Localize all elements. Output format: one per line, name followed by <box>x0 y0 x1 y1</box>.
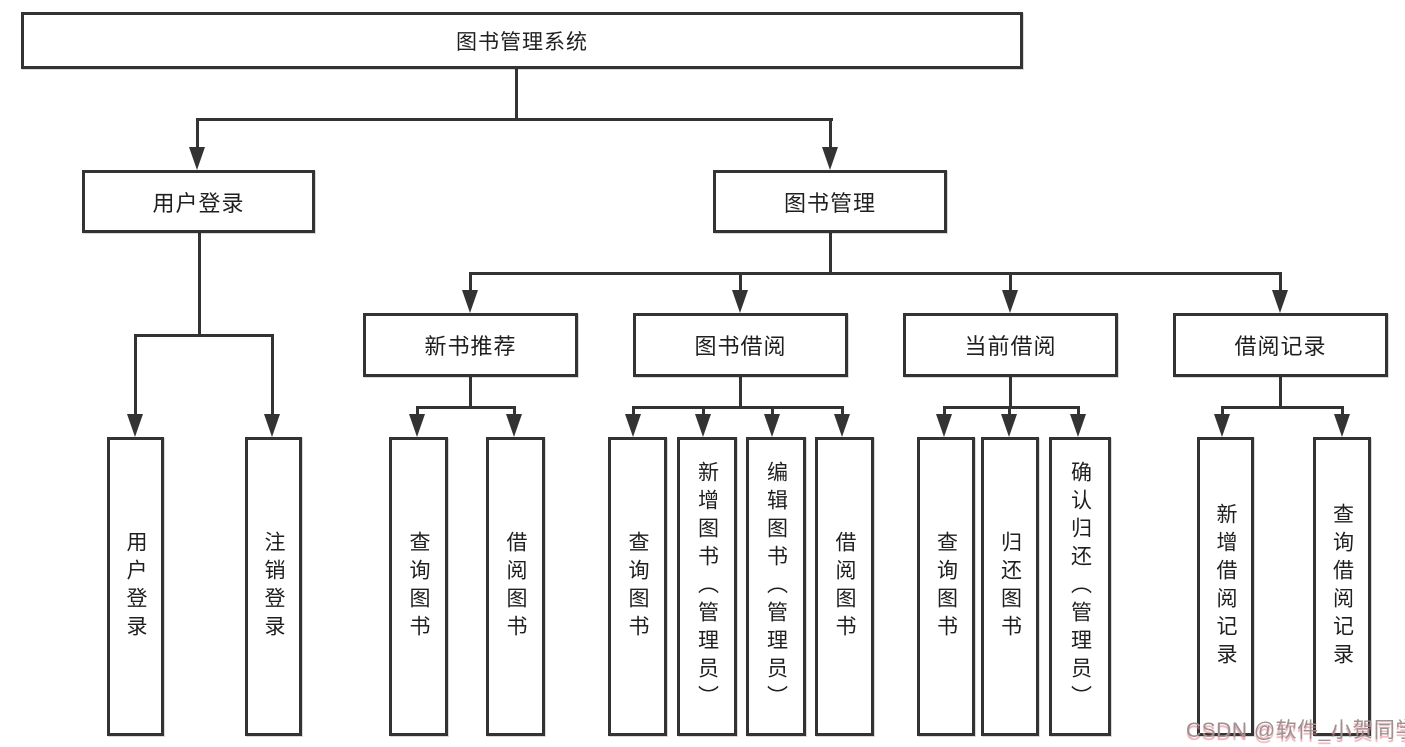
csdn-watermark: CSDN @软件_小贺同学 <box>1186 719 1405 742</box>
leaf-bb-add-books: 新增图书（管理员） <box>677 437 737 736</box>
connector-current-borrow-stem <box>1009 376 1012 409</box>
connector-book-borrow-rail <box>632 406 844 409</box>
node-new-books: 新书推荐 <box>363 313 578 377</box>
leaf-cb-query-books-label: 查询图书 <box>934 530 958 643</box>
leaf-bb-add-books-label: 新增图书（管理员） <box>695 460 719 713</box>
node-book-mgmt: 图书管理 <box>713 170 947 233</box>
leaf-bb-borrow-books-label: 借阅图书 <box>833 530 856 643</box>
node-book-borrow-label: 图书借阅 <box>694 334 787 359</box>
node-current-borrow-label: 当前借阅 <box>964 334 1057 359</box>
connector-borrow-records-rail <box>1221 406 1344 409</box>
node-borrow-records: 借阅记录 <box>1173 313 1388 377</box>
connector-book-mgmt-stem <box>829 232 832 275</box>
connector-drop <box>1008 406 1011 418</box>
arrow-to-user-login <box>189 147 205 170</box>
arrow-to-bb-borrow <box>834 414 850 437</box>
connector-drop <box>771 406 774 418</box>
node-new-books-label: 新书推荐 <box>424 334 517 359</box>
leaf-br-query-record-label: 查询借阅记录 <box>1330 502 1354 671</box>
connector-book-borrow-stem <box>739 376 742 409</box>
connector-root-rail <box>196 118 833 121</box>
arrow-to-borrow-records <box>1272 290 1288 313</box>
connector-root-stem <box>515 68 518 121</box>
connector-book-mgmt-rail <box>469 272 1282 275</box>
leaf-bb-query-books-label: 查询图书 <box>626 530 649 643</box>
arrow-to-current-borrow <box>1002 290 1018 313</box>
leaf-cb-confirm-return: 确认归还（管理员） <box>1049 437 1111 736</box>
connector-drop <box>1077 406 1080 418</box>
connector-drop <box>739 272 742 292</box>
connector-drop <box>1221 406 1224 418</box>
arrow-to-bb-edit <box>764 414 780 437</box>
leaf-bb-query-books: 查询图书 <box>608 437 667 736</box>
leaf-cb-confirm-return-label: 确认归还（管理员） <box>1068 460 1092 713</box>
leaf-nb-borrow-books: 借阅图书 <box>486 437 545 736</box>
connector-drop <box>134 334 137 416</box>
arrow-to-bb-query <box>625 414 641 437</box>
leaf-br-query-record: 查询借阅记录 <box>1313 437 1371 736</box>
arrow-to-cb-query <box>936 414 952 437</box>
connector-drop <box>702 406 705 418</box>
connector-drop <box>513 406 516 418</box>
connector-drop <box>1341 406 1344 418</box>
connector-user-login-rail <box>134 334 274 337</box>
node-borrow-records-label: 借阅记录 <box>1234 334 1327 359</box>
arrow-to-br-add <box>1214 414 1230 437</box>
leaf-bb-edit-books: 编辑图书（管理员） <box>746 437 806 736</box>
leaf-cb-return-books: 归还图书 <box>981 437 1039 736</box>
connector-drop <box>632 406 635 418</box>
arrow-to-cb-confirm <box>1070 414 1086 437</box>
connector-borrow-records-stem <box>1279 376 1282 409</box>
connector-drop <box>469 272 472 292</box>
node-current-borrow: 当前借阅 <box>903 313 1118 377</box>
leaf-cb-query-books: 查询图书 <box>917 437 975 736</box>
connector-drop <box>416 406 419 418</box>
connector-drop <box>841 406 844 418</box>
leaf-cb-return-books-label: 归还图书 <box>998 530 1022 643</box>
leaf-bb-borrow-books: 借阅图书 <box>815 437 874 736</box>
connector-drop <box>271 334 274 416</box>
arrow-to-book-mgmt <box>822 147 838 170</box>
node-book-borrow: 图书借阅 <box>633 313 848 377</box>
connector-new-books-stem <box>469 376 472 409</box>
leaf-user-login: 用户登录 <box>107 437 164 736</box>
arrow-to-nb-borrow <box>506 414 522 437</box>
connector-drop <box>1279 272 1282 292</box>
leaf-bb-edit-books-label: 编辑图书（管理员） <box>764 460 788 713</box>
leaf-br-add-record-label: 新增借阅记录 <box>1214 502 1237 671</box>
leaf-user-login-label: 用户登录 <box>124 530 147 643</box>
connector-book-mgmt-drop <box>829 118 832 150</box>
node-user-login: 用户登录 <box>82 170 315 233</box>
leaf-br-add-record: 新增借阅记录 <box>1197 437 1254 736</box>
connector-user-login-drop <box>196 118 199 150</box>
node-root-label: 图书管理系统 <box>456 30 588 54</box>
arrow-to-leaf-user-login <box>127 414 143 437</box>
connector-user-login-stem <box>198 232 201 337</box>
arrow-to-book-borrow <box>732 290 748 313</box>
leaf-nb-borrow-books-label: 借阅图书 <box>504 530 527 643</box>
leaf-nb-query-books-label: 查询图书 <box>407 530 430 643</box>
leaf-nb-query-books: 查询图书 <box>389 437 448 736</box>
arrow-to-nb-query <box>409 414 425 437</box>
arrow-to-new-books <box>462 290 478 313</box>
node-book-mgmt-label: 图书管理 <box>783 190 876 216</box>
arrow-to-bb-add <box>695 414 711 437</box>
arrow-to-br-query <box>1334 414 1350 437</box>
leaf-logout-label: 注销登录 <box>262 530 285 643</box>
connector-drop <box>943 406 946 418</box>
arrow-to-leaf-logout <box>264 414 280 437</box>
connector-current-borrow-rail <box>943 406 1080 409</box>
connector-drop <box>1009 272 1012 292</box>
node-root: 图书管理系统 <box>21 12 1023 69</box>
node-user-login-label: 用户登录 <box>152 190 245 216</box>
arrow-to-cb-return <box>1001 414 1017 437</box>
connector-new-books-rail <box>416 406 516 409</box>
leaf-logout: 注销登录 <box>245 437 302 736</box>
